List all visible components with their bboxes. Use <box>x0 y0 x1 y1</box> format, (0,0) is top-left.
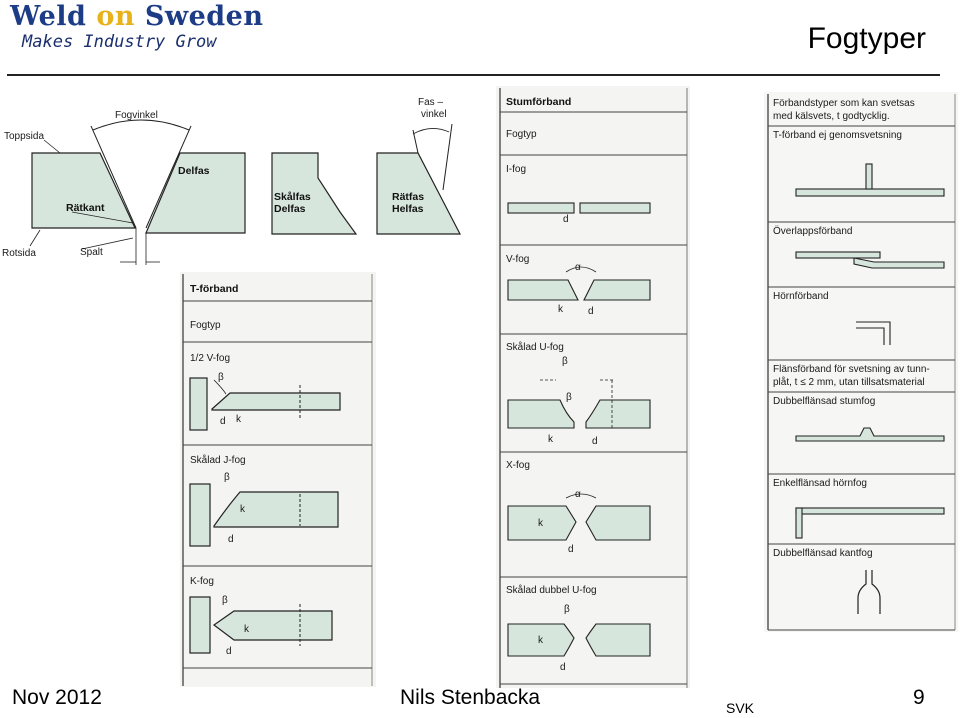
label-rotsida: Rotsida <box>2 248 36 259</box>
logo-word-weld: Weld <box>10 1 97 32</box>
label-skalfas: Skålfas <box>274 191 311 203</box>
stum-symbol-beta-4: β <box>564 604 570 615</box>
stum-symbol-alpha-1: α <box>575 262 581 273</box>
stum-symbol-beta-2b: β <box>566 392 572 403</box>
forband-intro-1: Förbandstyper som kan svetsas <box>773 98 915 109</box>
label-ratkant: Rätkant <box>66 202 105 214</box>
logo-word-on: on <box>96 1 135 32</box>
stum-symbol-k-4: k <box>538 635 544 646</box>
panel-forbandstyper: Förbandstyper som kan svetsas med kälsve… <box>764 92 958 632</box>
t-symbol-k-1: k <box>236 414 242 425</box>
label-fasvinkel-2: vinkel <box>421 109 447 120</box>
figure-joint-terminology: Fogvinkel Toppsida Delfas Rätkant Rotsid… <box>2 97 461 265</box>
t-symbol-beta-3: β <box>222 595 228 606</box>
t-forband-row-1: Skålad J-fog <box>190 454 246 466</box>
logo-tagline: Makes Industry Grow <box>22 32 217 52</box>
forband-row-7: Dubbelflänsad kantfog <box>773 548 873 559</box>
stum-symbol-k-1: k <box>558 304 564 315</box>
stum-symbol-d-1: d <box>588 306 594 317</box>
stum-symbol-k-2: k <box>548 434 554 445</box>
t-forband-header: T-förband <box>190 283 238 295</box>
footer-author: Nils Stenbacka <box>400 686 541 709</box>
t-forband-row-2: K-fog <box>190 576 214 587</box>
stum-row-3: X-fog <box>506 460 530 471</box>
label-ratfas: Rätfas <box>392 191 424 203</box>
label-fogvinkel: Fogvinkel <box>115 110 158 121</box>
stum-symbol-k-3: k <box>538 518 544 529</box>
forband-row-3: Flänsförband för svetsning av tunn- <box>773 364 930 375</box>
logo: Weld on Sweden Makes Industry Grow <box>10 2 264 53</box>
label-fasvinkel-1: Fas – <box>418 97 443 108</box>
panel-t-forband: T-förband Fogtyp 1/2 V-fog Skålad J-fog … <box>180 272 376 687</box>
label-toppsida: Toppsida <box>4 131 44 142</box>
t-symbol-beta-2: β <box>224 472 230 483</box>
t-symbol-k-2: k <box>240 504 246 515</box>
label-helfas: Helfas <box>392 203 424 215</box>
t-symbol-d-3: d <box>226 646 232 657</box>
label-delfas: Delfas <box>178 165 210 177</box>
label-spalt: Spalt <box>80 247 103 258</box>
stum-symbol-d-2: d <box>592 436 598 447</box>
t-symbol-d-2: d <box>228 534 234 545</box>
t-forband-fogtyp: Fogtyp <box>190 320 221 331</box>
forband-row-1: Överlappsförband <box>773 225 853 237</box>
t-symbol-beta-1: β <box>218 372 224 383</box>
stum-symbol-d-0: d <box>563 214 569 225</box>
stum-row-4: Skålad dubbel U-fog <box>506 584 597 596</box>
stum-header: Stumförband <box>506 96 571 108</box>
stum-symbol-d-3: d <box>568 544 574 555</box>
forband-row-0: T-förband ej genomsvetsning <box>773 130 902 141</box>
panel-stumforband: Stumförband Fogtyp I-fog V-fog Skålad U-… <box>496 86 690 688</box>
stum-row-1: V-fog <box>506 254 529 265</box>
forband-intro-2: med kälsvets, t godtycklig. <box>773 111 890 122</box>
stum-symbol-alpha-3: α <box>575 489 581 500</box>
title-rule <box>7 74 940 76</box>
label-delfas-2: Delfas <box>274 203 306 215</box>
logo-wordmark: Weld on Sweden <box>10 2 264 32</box>
stum-symbol-beta-2: β <box>562 356 568 367</box>
page-number: 9 <box>913 686 925 709</box>
stum-row-0: I-fog <box>506 164 526 175</box>
forband-row-6: Enkelflänsad hörnfog <box>773 478 867 489</box>
t-forband-row-0: 1/2 V-fog <box>190 353 230 364</box>
footer-date: Nov 2012 <box>12 686 102 709</box>
footer-org: SVK <box>726 700 755 716</box>
forband-row-5: Dubbelflänsad stumfog <box>773 396 875 407</box>
forband-row-4: plåt, t ≤ 2 mm, utan tillsatsmaterial <box>773 376 925 388</box>
slide-title: Fogtyper <box>807 22 926 55</box>
stum-symbol-d-4: d <box>560 662 566 673</box>
stum-fogtyp: Fogtyp <box>506 129 537 140</box>
t-symbol-k-3: k <box>244 624 250 635</box>
t-symbol-d-1: d <box>220 416 226 427</box>
logo-word-sweden: Sweden <box>134 1 264 32</box>
forband-row-2: Hörnförband <box>773 291 829 302</box>
stum-row-2: Skålad U-fog <box>506 341 564 353</box>
